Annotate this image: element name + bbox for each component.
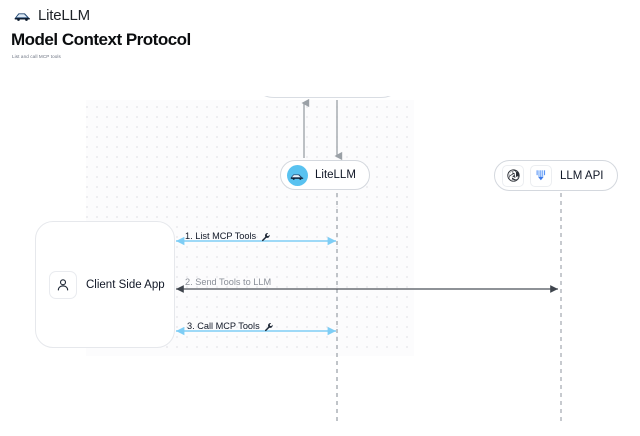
flow-label-3-text: 3. Call MCP Tools: [187, 320, 260, 331]
wrench-icon: [264, 321, 275, 332]
litellm-truck-logo-icon: [14, 9, 32, 23]
node-llm-api-label: LLM API: [560, 169, 604, 182]
wrench-icon: [260, 231, 271, 242]
node-client-side-app-label: Client Side App: [86, 278, 165, 291]
canvas-mask-bottom: [0, 356, 640, 436]
flow-label-1: 1. List MCP Tools: [185, 231, 271, 242]
node-llm-api[interactable]: LLM API: [494, 160, 619, 191]
gemini-logo-icon: [530, 164, 552, 187]
flow-label-3: 3. Call MCP Tools: [187, 321, 275, 332]
node-client-side-app[interactable]: Client Side App: [35, 221, 175, 348]
flow-label-1-text: 1. List MCP Tools: [185, 230, 257, 241]
litellm-avatar-icon: [287, 164, 308, 186]
openai-logo-icon: [502, 164, 524, 187]
page-title: Model Context Protocol: [11, 30, 191, 49]
flow-label-2-text: 2. Send Tools to LLM: [185, 277, 272, 287]
app-header: LiteLLM Model Context Protocol List and …: [0, 0, 640, 96]
node-litellm-label: LiteLLM: [315, 169, 356, 181]
brand[interactable]: LiteLLM: [14, 7, 90, 24]
brand-label: LiteLLM: [38, 7, 90, 24]
user-person-icon: [49, 270, 77, 299]
page-subtitle: List and call MCP tools: [12, 54, 61, 59]
flow-label-2: 2. Send Tools to LLM: [185, 277, 272, 287]
node-litellm[interactable]: LiteLLM: [280, 160, 370, 190]
